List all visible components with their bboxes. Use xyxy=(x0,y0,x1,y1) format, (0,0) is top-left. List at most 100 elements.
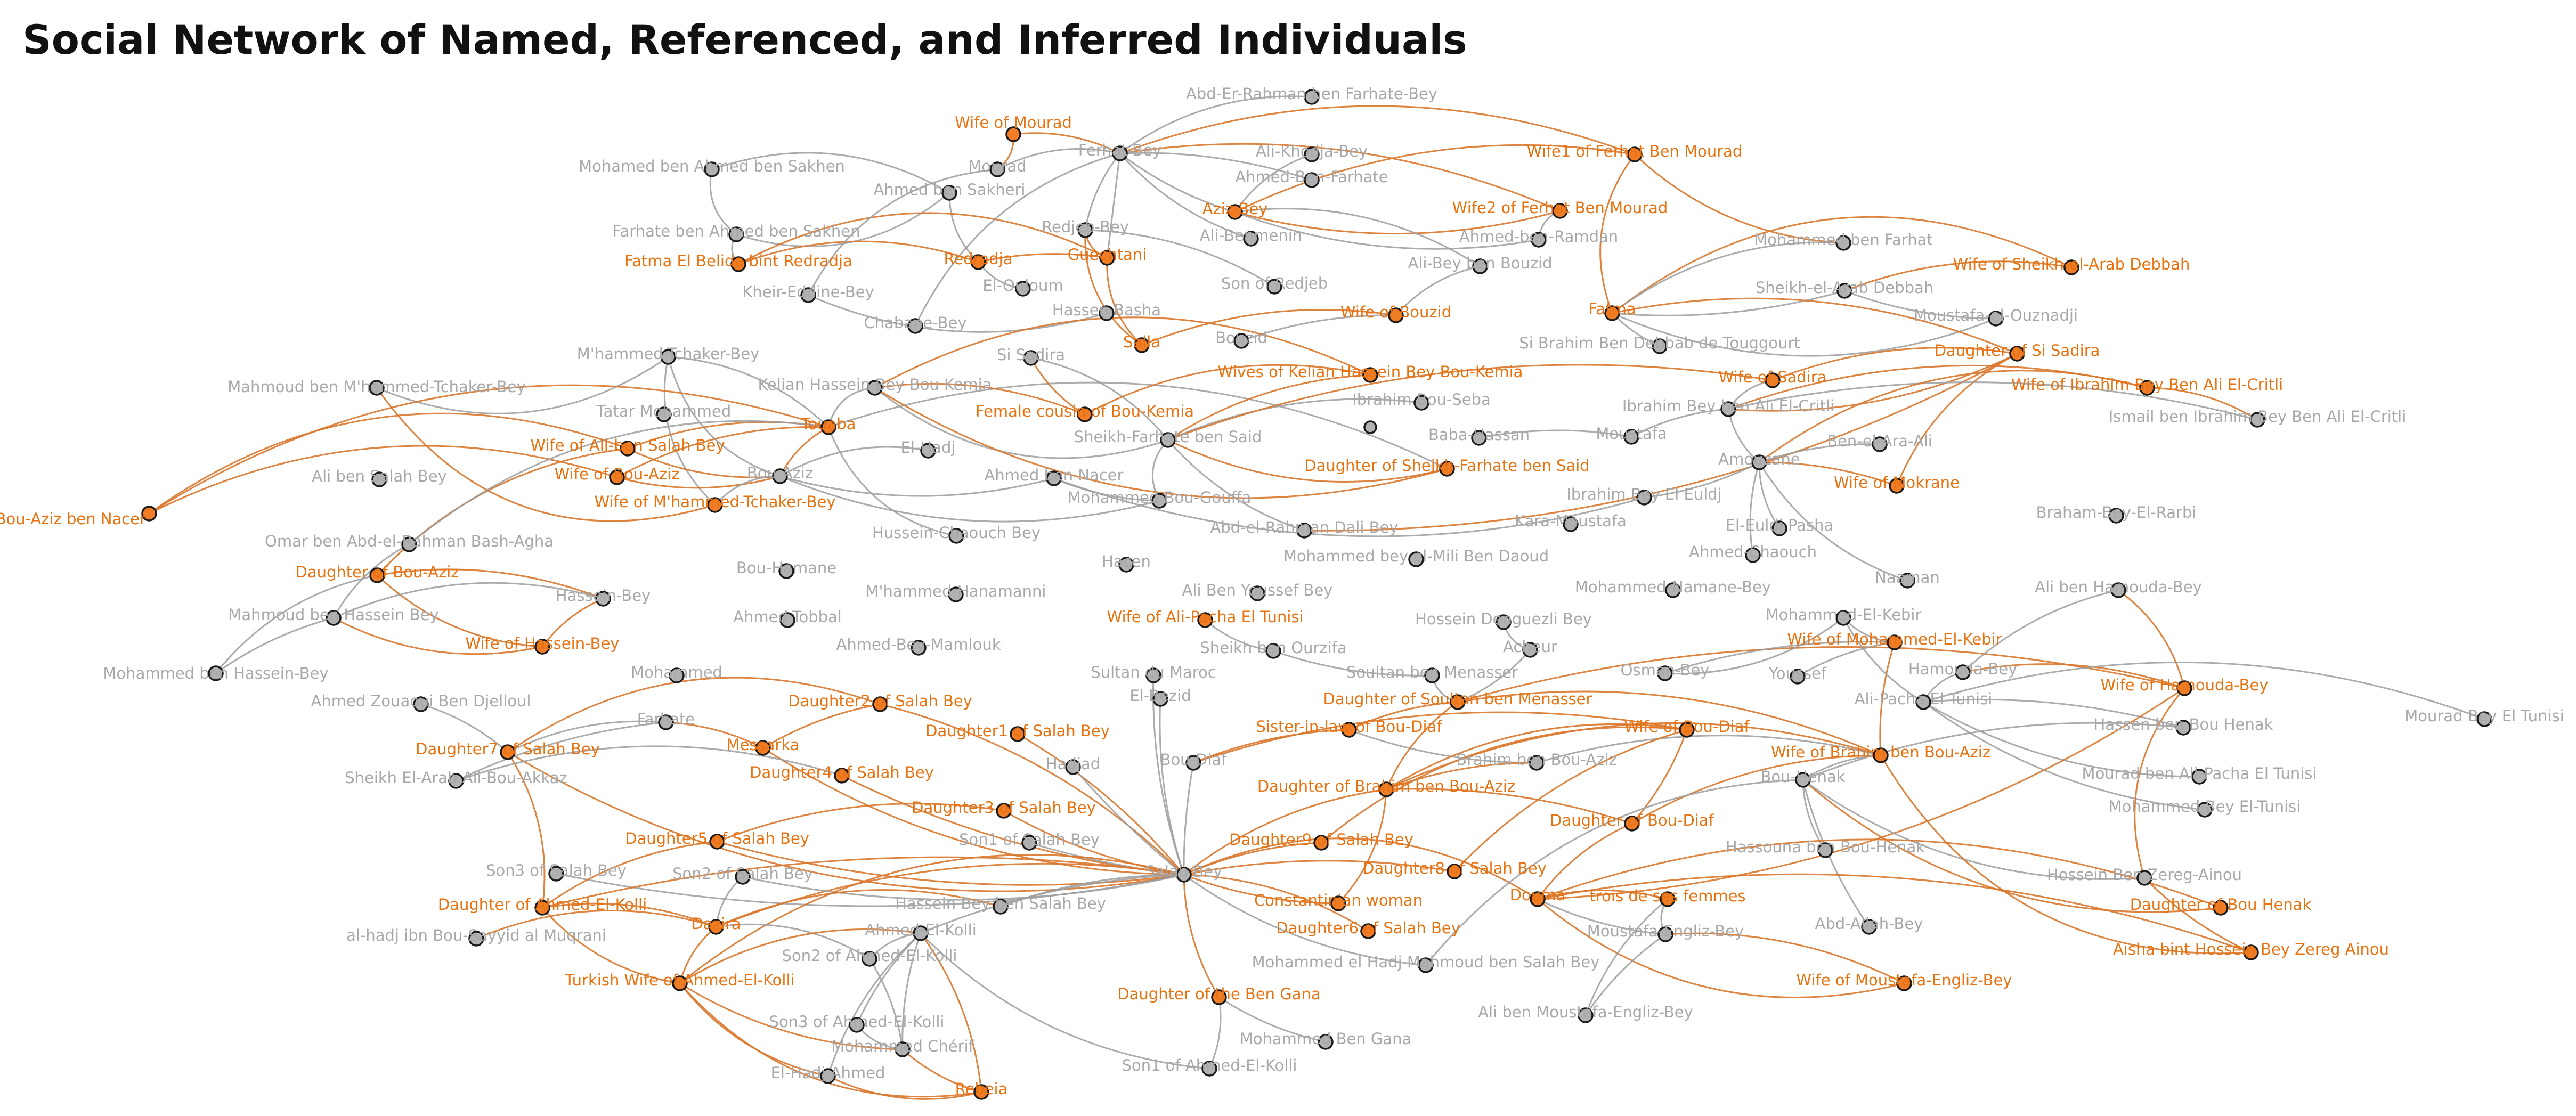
node-marker[interactable] xyxy=(2476,711,2492,727)
node-marker[interactable] xyxy=(1304,89,1320,105)
node-hassen-ben-bou-henak[interactable]: Hassen ben Bou Henak xyxy=(2094,715,2273,736)
node-marker[interactable] xyxy=(973,1084,989,1100)
node-daughter6-of-salah-bey[interactable]: Daughter6 of Salah Bey xyxy=(1276,919,1460,939)
node-marker[interactable] xyxy=(534,639,550,655)
node-soultan-ben-menasser[interactable]: Soultan ben Menasser xyxy=(1346,663,1518,683)
node-ben-el-ara-ali[interactable]: Ben-el-Ara-Ali xyxy=(1827,432,1932,452)
node-sheikh-el-arab-debbah[interactable]: Sheikh-el-Arab Debbah xyxy=(1756,279,1933,299)
node-marker[interactable] xyxy=(534,900,550,916)
node-marker[interactable] xyxy=(1896,975,1912,991)
node-ahmed-tobbal[interactable]: Ahmed-Tobbal xyxy=(733,608,842,628)
node-marker[interactable] xyxy=(913,925,929,941)
node-mourad-ben-ali-pacha[interactable]: Mourad ben Ali-Pacha El Tunisi xyxy=(2082,764,2317,785)
node-marker[interactable] xyxy=(1660,891,1676,907)
node-marker[interactable] xyxy=(1447,864,1462,879)
node-braham-bey-el-rarbi[interactable]: Braham-Bey-El-Rarbi xyxy=(2036,503,2197,524)
node-wife-of-m-hammed[interactable]: Wife of M'hammed-Tchaker-Bey xyxy=(594,493,836,513)
node-marker[interactable] xyxy=(658,714,674,730)
node-kelian-hassein-bey[interactable]: Kelian Hassein Bey Bou Kemia xyxy=(758,376,992,396)
node-messarka[interactable]: Messarka xyxy=(727,736,800,756)
node-marker[interactable] xyxy=(862,951,877,967)
node-marker[interactable] xyxy=(1408,551,1424,567)
node-el-bezid[interactable]: El-Bezid xyxy=(1129,687,1191,707)
node-daughter-of-ahmed-el-kolli[interactable]: Daughter of Ahmed-El-Kolli xyxy=(438,895,647,916)
node-marker[interactable] xyxy=(989,161,1005,177)
node-wife-of-moustafa-engliz[interactable]: Wife of Moustafa-Engliz-Bey xyxy=(1796,971,2012,991)
node-marker[interactable] xyxy=(1522,642,1538,658)
node-marker[interactable] xyxy=(772,468,788,484)
node-marker[interactable] xyxy=(708,919,724,935)
node-wife-of-mourad[interactable]: Wife of Mourad xyxy=(955,113,1072,142)
node-ali-ben-youssef-bey[interactable]: Ali Ben Youssef Bey xyxy=(1182,581,1333,601)
node-aziz-bey[interactable]: Aziz-Bey xyxy=(1202,200,1268,220)
node-marker[interactable] xyxy=(778,563,794,579)
node-daughter-of-ben-gana[interactable]: Daughter of the Ben Gana xyxy=(1117,985,1321,1005)
node-marker[interactable] xyxy=(867,380,883,396)
node-marker[interactable] xyxy=(1388,307,1404,323)
node-marker[interactable] xyxy=(1176,867,1192,883)
node-marker[interactable] xyxy=(1046,470,1062,486)
node-marker[interactable] xyxy=(1765,372,1781,388)
node-marker[interactable] xyxy=(1211,989,1227,1005)
node-hassein-bey[interactable]: Hassein-Bey xyxy=(556,586,651,607)
node-el-hadj[interactable]: El-Hadj xyxy=(901,438,956,459)
node-daughter-of-bou-diaf[interactable]: Daughter of Bou-Diaf xyxy=(1550,811,1714,832)
node-mohammed-el-kebir[interactable]: Mohammed-El-Kebir xyxy=(1766,606,1922,626)
node-unnamed-small-node[interactable] xyxy=(1363,420,1377,434)
node-chabane-bey[interactable]: Chabane-Bey xyxy=(864,314,967,334)
node-fatma[interactable]: Fatma xyxy=(1588,300,1636,321)
node-ferhat-bey[interactable]: Ferhat-Bey xyxy=(1078,141,1161,161)
node-marker[interactable] xyxy=(1471,430,1487,446)
node-son-of-redjeb[interactable]: Son of Redjeb xyxy=(1221,274,1328,295)
node-son3-of-salah-bey[interactable]: Son3 of Salah Bey xyxy=(486,861,627,882)
node-aisha-bint-hossein[interactable]: Aisha bint Hossein Bey Zereg Ainou xyxy=(2113,940,2389,960)
node-marker[interactable] xyxy=(1021,835,1037,851)
node-marker[interactable] xyxy=(468,931,484,947)
node-marker[interactable] xyxy=(707,497,723,513)
node-kara-moustafa[interactable]: Kara-Moustafa xyxy=(1515,512,1627,532)
node-constantinian-woman[interactable]: Constantinian woman xyxy=(1254,891,1423,911)
node-ahmed-bey-mamlouk[interactable]: Ahmed-Bey-Mamlouk xyxy=(836,636,1001,656)
node-marker[interactable] xyxy=(735,869,751,885)
node-marker[interactable] xyxy=(1362,367,1378,383)
node-female-cousin-bou-kemia[interactable]: Female cousin of Bou-Kemia xyxy=(976,402,1194,422)
node-marker[interactable] xyxy=(1152,691,1168,707)
node-fatma-el-belida[interactable]: Fatma El Belida bint Redradja xyxy=(624,252,852,272)
node-el-euldj-pasha[interactable]: El-Euldj Pasha xyxy=(1726,516,1834,536)
node-marker[interactable] xyxy=(1145,667,1161,683)
node-sheikh-ben-ourzifa[interactable]: Sheikh ben Ourzifa xyxy=(1200,639,1347,659)
node-son2-of-salah-bey[interactable]: Son2 of Salah Bey xyxy=(672,865,813,885)
node-marker[interactable] xyxy=(660,349,676,365)
node-marker[interactable] xyxy=(2139,380,2155,396)
node-farhate-ben-ahmed-ben-sakhen[interactable]: Farhate ben Ahmed ben Sakhen xyxy=(613,222,860,242)
node-youssef[interactable]: Youssef xyxy=(1768,664,1827,685)
node-marker[interactable] xyxy=(2243,944,2259,960)
node-marker[interactable] xyxy=(1790,669,1806,685)
node-marker[interactable] xyxy=(1112,145,1128,161)
node-mohammed-ben-farhat[interactable]: Mohammed ben Farhat xyxy=(1754,231,1933,251)
node-daughter3-of-salah-bey[interactable]: Daughter3 of Salah Bey xyxy=(912,799,1096,819)
node-marker[interactable] xyxy=(1185,755,1201,771)
node-marker[interactable] xyxy=(1304,146,1320,162)
node-turkish-wife[interactable]: Turkish Wife of Ahmed-El-Kolli xyxy=(564,971,795,991)
node-marker[interactable] xyxy=(2136,870,2152,886)
node-marker[interactable] xyxy=(872,696,888,712)
node-marker[interactable] xyxy=(820,419,836,435)
node-marker[interactable] xyxy=(1915,694,1931,710)
node-marker[interactable] xyxy=(401,536,417,552)
node-marker[interactable] xyxy=(2063,259,2079,275)
node-marker[interactable] xyxy=(672,975,688,991)
node-marker[interactable] xyxy=(369,567,385,583)
node-marker[interactable] xyxy=(1341,722,1357,738)
node-wife-of-sadira[interactable]: Wife of Sadira xyxy=(1719,368,1827,388)
node-sultan-du-maroc[interactable]: Sultan du Maroc xyxy=(1091,663,1216,683)
node-marker[interactable] xyxy=(656,406,672,422)
node-marker[interactable] xyxy=(1872,436,1888,452)
node-mohammed-bey-el-mili[interactable]: Mohammed bey el-Mili Ben Daoud xyxy=(1283,547,1549,567)
node-ali-bey-ben-bouzid[interactable]: Ali-Bey ben Bouzid xyxy=(1408,254,1553,274)
node-marker[interactable] xyxy=(2176,680,2192,696)
node-marker[interactable] xyxy=(1836,283,1852,299)
node-ahmed-zouaoui[interactable]: Ahmed Zouaoui Ben Djelloul xyxy=(311,692,531,712)
node-ahmed-ben-ramdan[interactable]: Ahmed-ben-Ramdan xyxy=(1459,227,1618,248)
node-marker[interactable] xyxy=(2175,720,2191,736)
